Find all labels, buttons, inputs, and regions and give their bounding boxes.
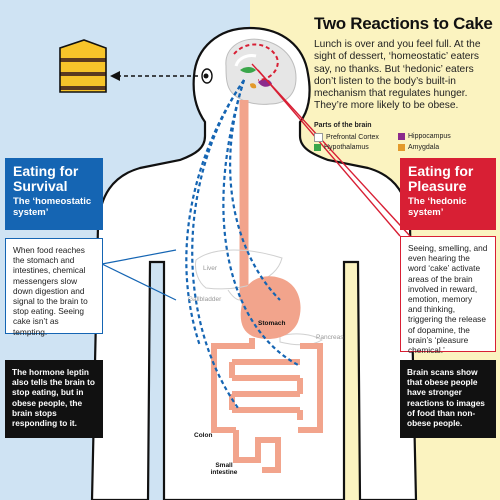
legend-item-hypothalamus: Hypothalamus bbox=[314, 144, 369, 151]
survival-heading: Eating for Survival bbox=[13, 163, 79, 194]
colon-label: Colon bbox=[194, 432, 213, 439]
intestines bbox=[211, 338, 323, 473]
brain-outline bbox=[225, 38, 297, 105]
liver-label: Liver bbox=[203, 265, 218, 272]
survival-text-box: When food reaches the stomach and intest… bbox=[5, 238, 103, 337]
survival-note: The hormone leptin also tells the brain … bbox=[5, 360, 103, 438]
gallbladder-shape bbox=[227, 289, 241, 301]
hypothalamus bbox=[240, 67, 256, 73]
legend-title: Parts of the brain bbox=[314, 122, 372, 129]
legend-item-prefrontal: Prefrontal Cortex bbox=[314, 133, 379, 142]
swatch-icon bbox=[314, 144, 321, 151]
pleasure-header: Eating for Pleasure The ‘hedonic system’ bbox=[400, 158, 496, 230]
amygdala bbox=[250, 83, 257, 89]
pleasure-subheading: The ‘hedonic system’ bbox=[408, 196, 467, 218]
pancreas-label: Pancreas bbox=[316, 334, 344, 341]
homeostatic-signals bbox=[185, 79, 301, 409]
stomach-shape bbox=[240, 276, 301, 340]
swatch-icon bbox=[398, 144, 405, 151]
cake-icon bbox=[59, 39, 107, 93]
hedonic-pointer-lines bbox=[251, 63, 411, 237]
reward-circuit-arrows bbox=[233, 43, 279, 81]
page-title: Two Reactions to Cake bbox=[314, 14, 493, 33]
pleasure-note: Brain scans show that obese people have … bbox=[400, 360, 496, 438]
survival-header: Eating for Survival The ‘homeostatic sys… bbox=[5, 158, 103, 230]
pleasure-heading: Eating for Pleasure bbox=[408, 163, 474, 194]
swatch-icon bbox=[398, 133, 405, 140]
small-intestine-label: Small intestine bbox=[210, 462, 238, 476]
intro-text: Lunch is over and you feel full. At the … bbox=[314, 39, 481, 112]
homeostatic-pointer-lines bbox=[101, 249, 177, 301]
prefrontal-cortex bbox=[234, 54, 257, 67]
survival-subheading: The ‘homeostatic system’ bbox=[13, 196, 92, 218]
pancreas-shape bbox=[279, 333, 323, 346]
legend-item-hippocampus: Hippocampus bbox=[398, 133, 451, 140]
pleasure-text-box: Seeing, smelling, and even hearing the w… bbox=[400, 236, 496, 355]
legend-item-amygdala: Amygdala bbox=[398, 144, 439, 151]
stomach-label: Stomach bbox=[258, 320, 286, 327]
swatch-icon bbox=[314, 133, 323, 142]
gallbladder-label: Gallbladder bbox=[188, 296, 222, 303]
